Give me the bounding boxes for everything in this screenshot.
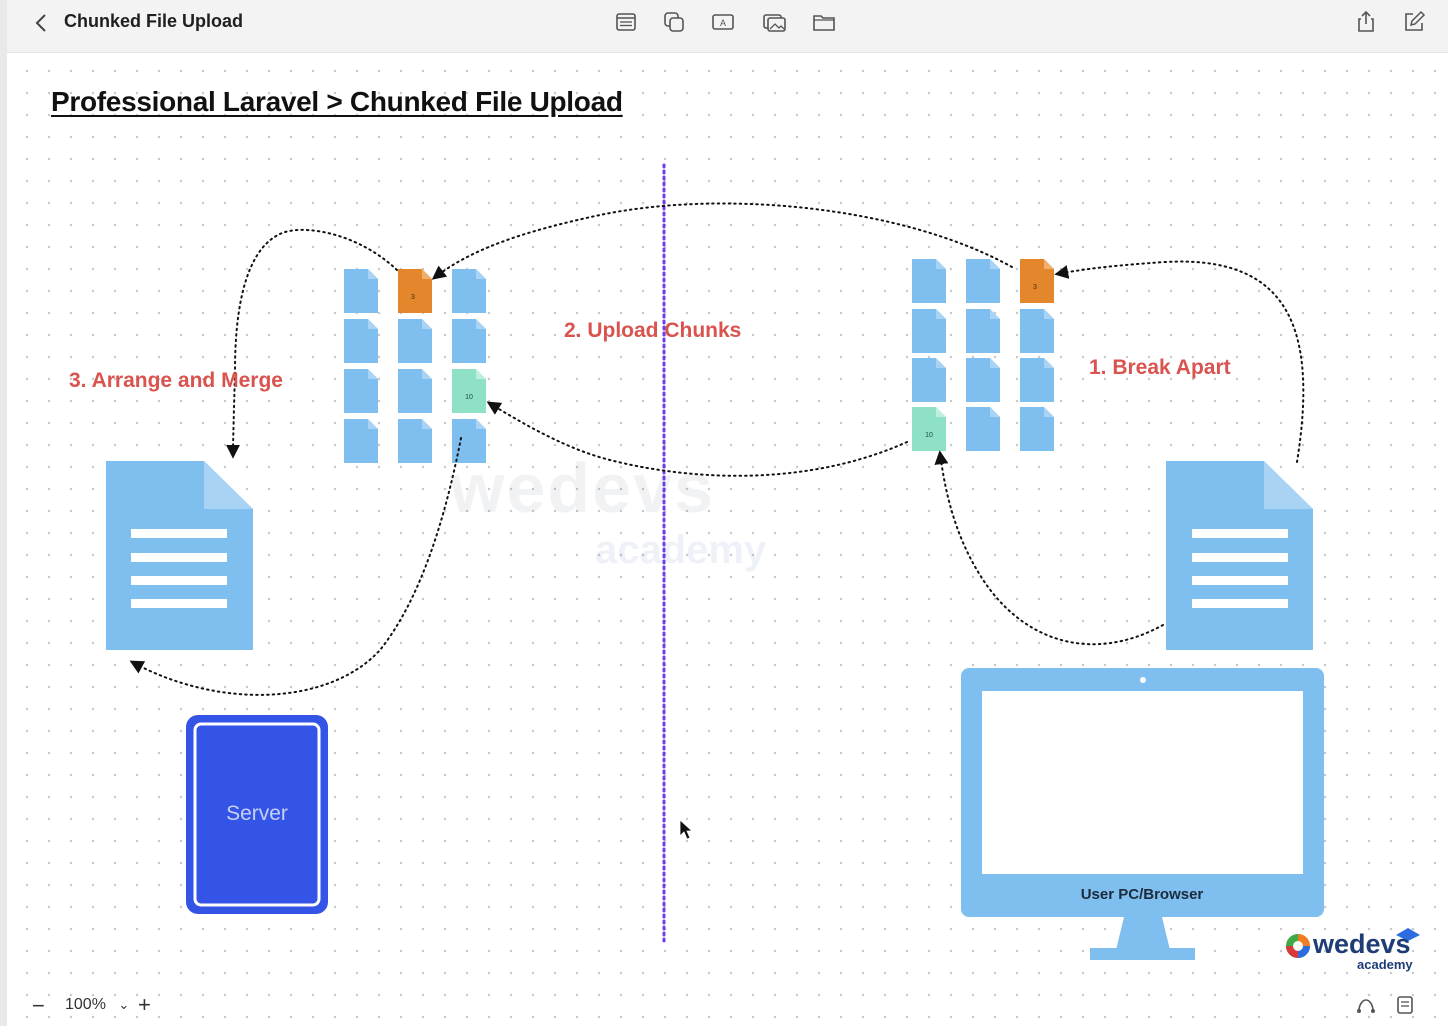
server-node: [186, 715, 328, 914]
zoom-level-value: 100%: [65, 996, 106, 1013]
watermark-brand: wedevs: [450, 449, 715, 527]
client-chunk-orange-label: 3: [1033, 284, 1037, 291]
client-chunk-green-label: 10: [925, 432, 933, 439]
server-chunk-orange-label: 3: [411, 294, 415, 301]
monitor-icon: [961, 668, 1324, 960]
compose-icon[interactable]: [1401, 9, 1427, 35]
mouse-cursor-icon: [679, 819, 694, 840]
notes-icon[interactable]: [613, 9, 639, 35]
folder-icon[interactable]: [811, 9, 837, 35]
copy-icon[interactable]: [661, 9, 687, 35]
window-edge: [0, 0, 7, 1026]
image-gallery-icon[interactable]: [761, 9, 787, 35]
share-icon[interactable]: [1353, 9, 1379, 35]
original-file-icon: [1166, 461, 1313, 650]
back-icon[interactable]: [29, 10, 55, 36]
zoom-level-select[interactable]: 100% ⌄: [65, 996, 129, 1014]
text-box-icon[interactable]: A: [710, 9, 736, 35]
window-title: Chunked File Upload: [64, 11, 244, 31]
wedevs-logo-icon: [1286, 928, 1420, 958]
step-break-apart: 1. Break Apart: [1089, 356, 1231, 379]
board-list-icon[interactable]: [1394, 994, 1416, 1016]
svg-text:A: A: [720, 18, 726, 28]
server-chunk-grid: [344, 269, 486, 463]
top-toolbar: Chunked File Upload A: [7, 0, 1448, 53]
merged-file-icon: [106, 461, 253, 650]
brand-sub: academy: [1357, 957, 1413, 972]
server-chunk-green-label: 10: [465, 394, 473, 401]
flow-arrows: [129, 202, 1305, 696]
zoom-out-button[interactable]: −: [32, 993, 45, 1018]
step-upload-chunks: 2. Upload Chunks: [564, 319, 742, 342]
chevron-down-icon: ⌄: [118, 997, 130, 1012]
navigator-icon[interactable]: [1355, 994, 1377, 1016]
diagram-title: Professional Laravel > Chunked File Uplo…: [51, 86, 623, 117]
client-label: User PC/Browser: [1080, 886, 1204, 903]
step-arrange-merge: 3. Arrange and Merge: [69, 369, 283, 392]
zoom-in-button[interactable]: +: [138, 992, 151, 1017]
server-label: Server: [226, 802, 288, 825]
brand-name: wedevs: [1313, 929, 1411, 959]
watermark-sub: academy: [595, 528, 767, 572]
